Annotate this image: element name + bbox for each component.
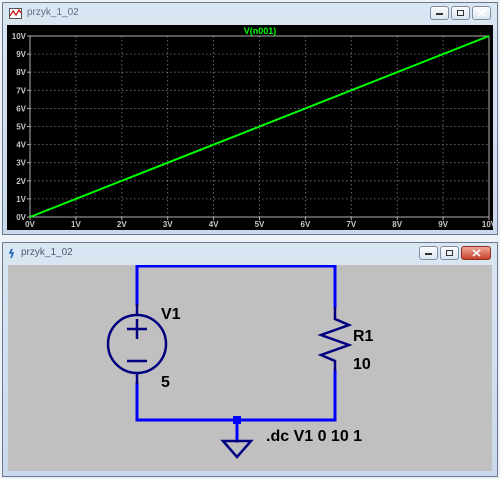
resistor-r1[interactable] (317, 307, 353, 371)
x-tick-label: 6V (301, 220, 311, 229)
x-tick-label: 5V (255, 220, 265, 229)
x-tick-label: 9V (438, 220, 448, 229)
schematic-window[interactable]: przyk_1_02 (2, 242, 498, 477)
minimize-icon (436, 13, 443, 15)
x-tick-label: 7V (346, 220, 356, 229)
minimize-icon (425, 253, 432, 255)
x-tick-label: 10V (482, 220, 493, 229)
y-tick-label: 4V (16, 141, 26, 150)
minimize-button[interactable] (419, 246, 438, 260)
spice-directive[interactable]: .dc V1 0 10 1 (266, 428, 362, 445)
y-tick-label: 0V (16, 213, 26, 222)
schematic-window-title: przyk_1_02 (21, 247, 73, 258)
schematic-canvas[interactable]: V1 5 R1 10 .dc V1 0 10 1 (8, 264, 494, 473)
waveform-app-icon (9, 8, 22, 19)
source-value-label[interactable]: 5 (161, 374, 170, 391)
close-button[interactable] (472, 6, 491, 20)
wire-left-lower[interactable] (135, 382, 337, 422)
x-tick-label: 0V (25, 220, 35, 229)
y-tick-label: 2V (16, 177, 26, 186)
schematic-app-icon (9, 248, 15, 259)
resistor-name-label[interactable]: R1 (353, 328, 374, 345)
trace-label[interactable]: V(n001) (244, 26, 277, 36)
y-tick-label: 6V (16, 104, 26, 113)
close-icon (471, 249, 481, 257)
restore-button[interactable] (440, 246, 459, 260)
series-line-vn001[interactable] (29, 35, 490, 218)
restore-button[interactable] (451, 6, 470, 20)
source-name-label[interactable]: V1 (161, 306, 181, 323)
voltage-plot[interactable]: 0V 1V 2V 3V 4V 5V 6V 7V 8V 9V 10V 0V 1V 2V 3V 4V 5V 6V 7V 8… (7, 25, 497, 230)
close-button[interactable] (461, 246, 491, 260)
plot-window-title: przyk_1_02 (27, 7, 79, 18)
x-tick-label: 4V (209, 220, 219, 229)
plot-window[interactable]: przyk_1_02 0V 1V 2V 3V 4V 5V 6V 7V 8V 9V 10V 0V 1V 2V… (2, 2, 498, 235)
junction-node[interactable] (233, 416, 241, 424)
y-tick-label: 7V (16, 86, 26, 95)
y-tick-label: 5V (16, 123, 26, 132)
y-tick-label: 10V (12, 32, 27, 41)
minimize-button[interactable] (430, 6, 449, 20)
y-tick-label: 1V (16, 195, 26, 204)
x-tick-label: 2V (117, 220, 127, 229)
restore-icon (457, 10, 464, 16)
x-tick-label: 1V (71, 220, 81, 229)
y-tick-label: 9V (16, 50, 26, 59)
y-tick-label: 3V (16, 159, 26, 168)
circuit-diagram[interactable]: V1 5 R1 10 .dc V1 0 10 1 (8, 264, 494, 473)
plot-pane[interactable]: 0V 1V 2V 3V 4V 5V 6V 7V 8V 9V 10V 0V 1V 2V 3V 4V 5V 6V 7V 8… (7, 25, 497, 230)
restore-icon (446, 250, 453, 256)
x-tick-label: 3V (163, 220, 173, 229)
schematic-window-titlebar[interactable]: przyk_1_02 (3, 243, 497, 265)
close-icon (477, 9, 486, 17)
resistor-value-label[interactable]: 10 (353, 356, 371, 373)
y-tick-label: 8V (16, 68, 26, 77)
voltage-source-v1[interactable] (106, 304, 168, 384)
x-tick-label: 8V (392, 220, 402, 229)
plot-window-titlebar[interactable]: przyk_1_02 (3, 3, 497, 25)
ground-symbol[interactable] (220, 439, 254, 459)
